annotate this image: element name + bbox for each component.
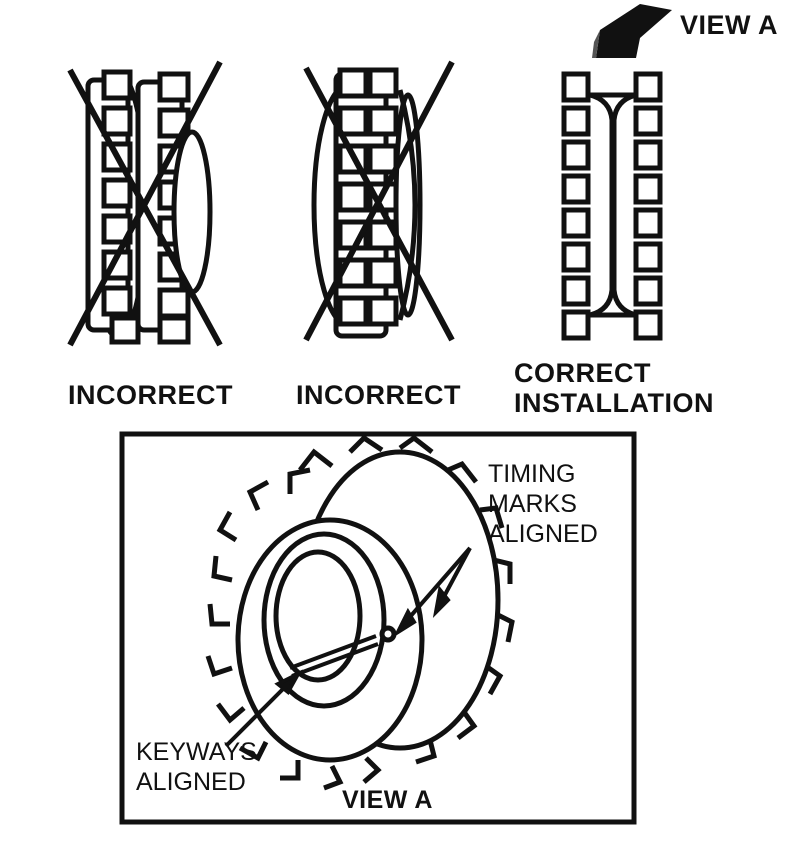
timing-leader-1 <box>400 546 472 628</box>
view-a-frame <box>119 431 637 825</box>
front-teeth <box>205 467 382 791</box>
sprocket-incorrect-2 <box>303 60 455 342</box>
incorrect-label-middle: INCORRECT <box>296 380 461 410</box>
keyways-leader <box>224 678 294 748</box>
back-teeth <box>298 434 515 765</box>
sprocket-incorrect-1 <box>67 60 223 347</box>
keyways-label-line2: ALIGNED <box>136 768 246 796</box>
teeth-left-1 <box>101 69 141 345</box>
timing-label-line1: TIMING <box>488 460 576 488</box>
keyways-label-line1: KEYWAYS <box>136 738 257 766</box>
cross-line <box>303 60 455 342</box>
view-a-caption: VIEW A <box>342 786 433 814</box>
teeth-2 <box>337 67 399 327</box>
teeth-correct-left <box>561 71 591 341</box>
teeth-correct-right <box>633 71 663 341</box>
timing-label-line3: ALIGNED <box>488 520 598 548</box>
incorrect-label-left: INCORRECT <box>68 380 233 410</box>
leader-lines <box>224 546 472 748</box>
correct-label-line2: INSTALLATION <box>514 388 714 418</box>
timing-mark-dot <box>379 625 397 643</box>
view-a-arrow <box>592 4 672 58</box>
cross-line <box>67 60 223 347</box>
view-a-arrow-label: VIEW A <box>680 10 779 40</box>
sprocket-view-a <box>205 434 515 791</box>
timing-label-line2: MARKS <box>488 490 577 518</box>
correct-label-line1: CORRECT <box>514 358 651 388</box>
keyway <box>289 634 377 670</box>
sprocket-correct <box>561 71 663 341</box>
